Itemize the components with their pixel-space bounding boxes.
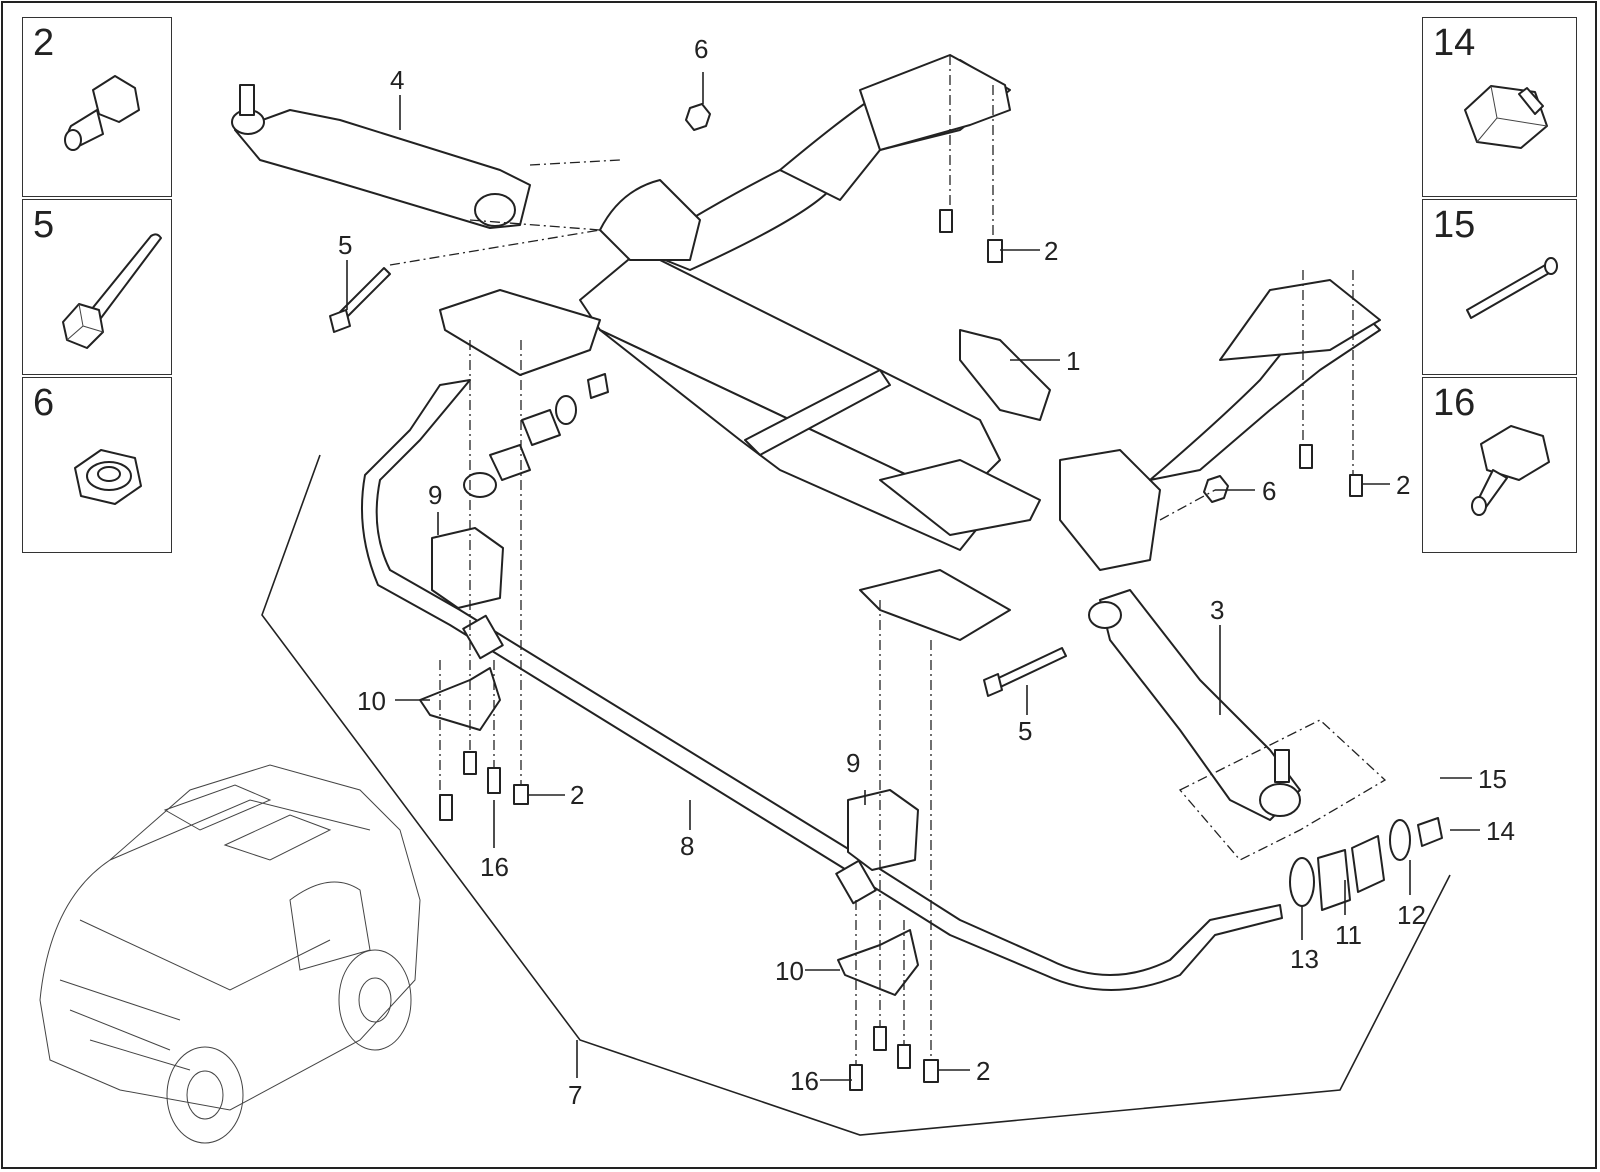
control-arm-icon bbox=[231, 84, 531, 229]
callout-12: 12 bbox=[1397, 900, 1426, 930]
long-bolt-icon bbox=[329, 267, 1067, 697]
callout-9: 9 bbox=[428, 480, 442, 510]
front-subframe-icon bbox=[439, 54, 1381, 641]
detail-box-15: 15 bbox=[1422, 199, 1577, 375]
callout-2: 2 bbox=[1396, 470, 1410, 500]
callout-6: 6 bbox=[1262, 476, 1276, 506]
callout-14: 14 bbox=[1486, 816, 1515, 846]
callout-10: 10 bbox=[357, 686, 386, 716]
callout-16: 16 bbox=[790, 1066, 819, 1096]
flange-bolt-icon bbox=[64, 75, 140, 151]
control-arm-icon bbox=[1088, 589, 1301, 821]
detail-number: 5 bbox=[33, 204, 55, 246]
detail-box-14: 14 bbox=[1422, 17, 1577, 197]
nut-icon bbox=[685, 103, 1229, 503]
bolt-icon bbox=[439, 209, 1363, 1091]
flange-nut-icon bbox=[74, 449, 142, 505]
callout-6: 6 bbox=[694, 34, 708, 64]
callout-3: 3 bbox=[1210, 595, 1224, 625]
bushing-icon bbox=[431, 527, 919, 871]
callout-8: 8 bbox=[680, 831, 694, 861]
leader-lines bbox=[389, 55, 1387, 1065]
hex-bolt-icon bbox=[1471, 425, 1550, 516]
callout-9: 9 bbox=[846, 748, 860, 778]
long-bolt-icon bbox=[62, 233, 162, 349]
cotter-pin-icon bbox=[1466, 257, 1558, 319]
callout-2: 2 bbox=[976, 1056, 990, 1086]
callout-2: 2 bbox=[1044, 236, 1058, 266]
callout-16: 16 bbox=[480, 852, 509, 882]
detail-box-5: 5 bbox=[22, 199, 172, 375]
callout-5: 5 bbox=[338, 230, 352, 260]
stabilizer-bar-icon bbox=[361, 379, 1283, 991]
vehicle-locator-icon bbox=[39, 764, 421, 1144]
callout-15: 15 bbox=[1478, 764, 1507, 794]
callout-7: 7 bbox=[568, 1080, 582, 1110]
castle-nut-icon bbox=[1464, 85, 1548, 149]
callout-10: 10 bbox=[775, 956, 804, 986]
detail-number: 6 bbox=[33, 382, 55, 424]
callout-11: 11 bbox=[1335, 920, 1362, 950]
detail-number: 14 bbox=[1433, 22, 1476, 64]
group-bracket-7 bbox=[261, 454, 1451, 1136]
detail-number: 2 bbox=[33, 22, 55, 64]
detail-box-6: 6 bbox=[22, 377, 172, 553]
bushing-stack-icon bbox=[463, 373, 609, 498]
callout-5: 5 bbox=[1018, 716, 1032, 746]
detail-number: 15 bbox=[1433, 204, 1476, 246]
callout-labels: 1 2 2 2 2 3 4 5 5 6 6 7 8 9 9 10 10 11 1… bbox=[338, 34, 1515, 1110]
callout-13: 13 bbox=[1290, 944, 1319, 974]
detail-box-16: 16 bbox=[1422, 377, 1577, 553]
callout-4: 4 bbox=[390, 65, 404, 95]
callout-2: 2 bbox=[570, 780, 584, 810]
detail-box-2: 2 bbox=[22, 17, 172, 197]
callout-1: 1 bbox=[1066, 346, 1080, 376]
callout-leaders bbox=[346, 72, 1480, 1081]
end-link-stack-icon bbox=[1289, 817, 1443, 911]
detail-number: 16 bbox=[1433, 382, 1476, 424]
